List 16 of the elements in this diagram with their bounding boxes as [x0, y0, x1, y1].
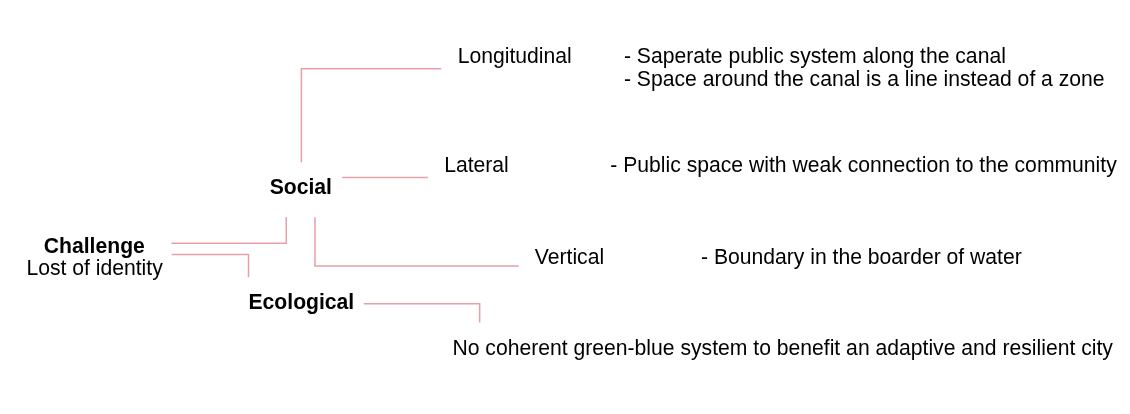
- connector: [314, 216, 520, 267]
- connector: [341, 176, 429, 179]
- node-label: - Boundary in the boarder of water: [700, 244, 1022, 268]
- node-text: Longitudinal: [457, 44, 572, 68]
- connector: [363, 302, 481, 324]
- connector: [170, 216, 288, 244]
- node-text: No coherent green-blue system to benefit an adaptive and resilient city: [452, 336, 1113, 360]
- node-text: Vertical: [534, 244, 605, 268]
- node-label: - Public space with weak connection to the community: [610, 152, 1117, 176]
- node-text: Challenge Lost of identity: [26, 234, 163, 279]
- node-text: Social: [269, 174, 332, 198]
- connector: [170, 253, 250, 278]
- connector: [300, 68, 443, 163]
- node-text: Ecological: [248, 289, 355, 313]
- node-label: - Saperate public system along the canal: [623, 44, 1006, 68]
- node-text: Lateral: [444, 152, 509, 176]
